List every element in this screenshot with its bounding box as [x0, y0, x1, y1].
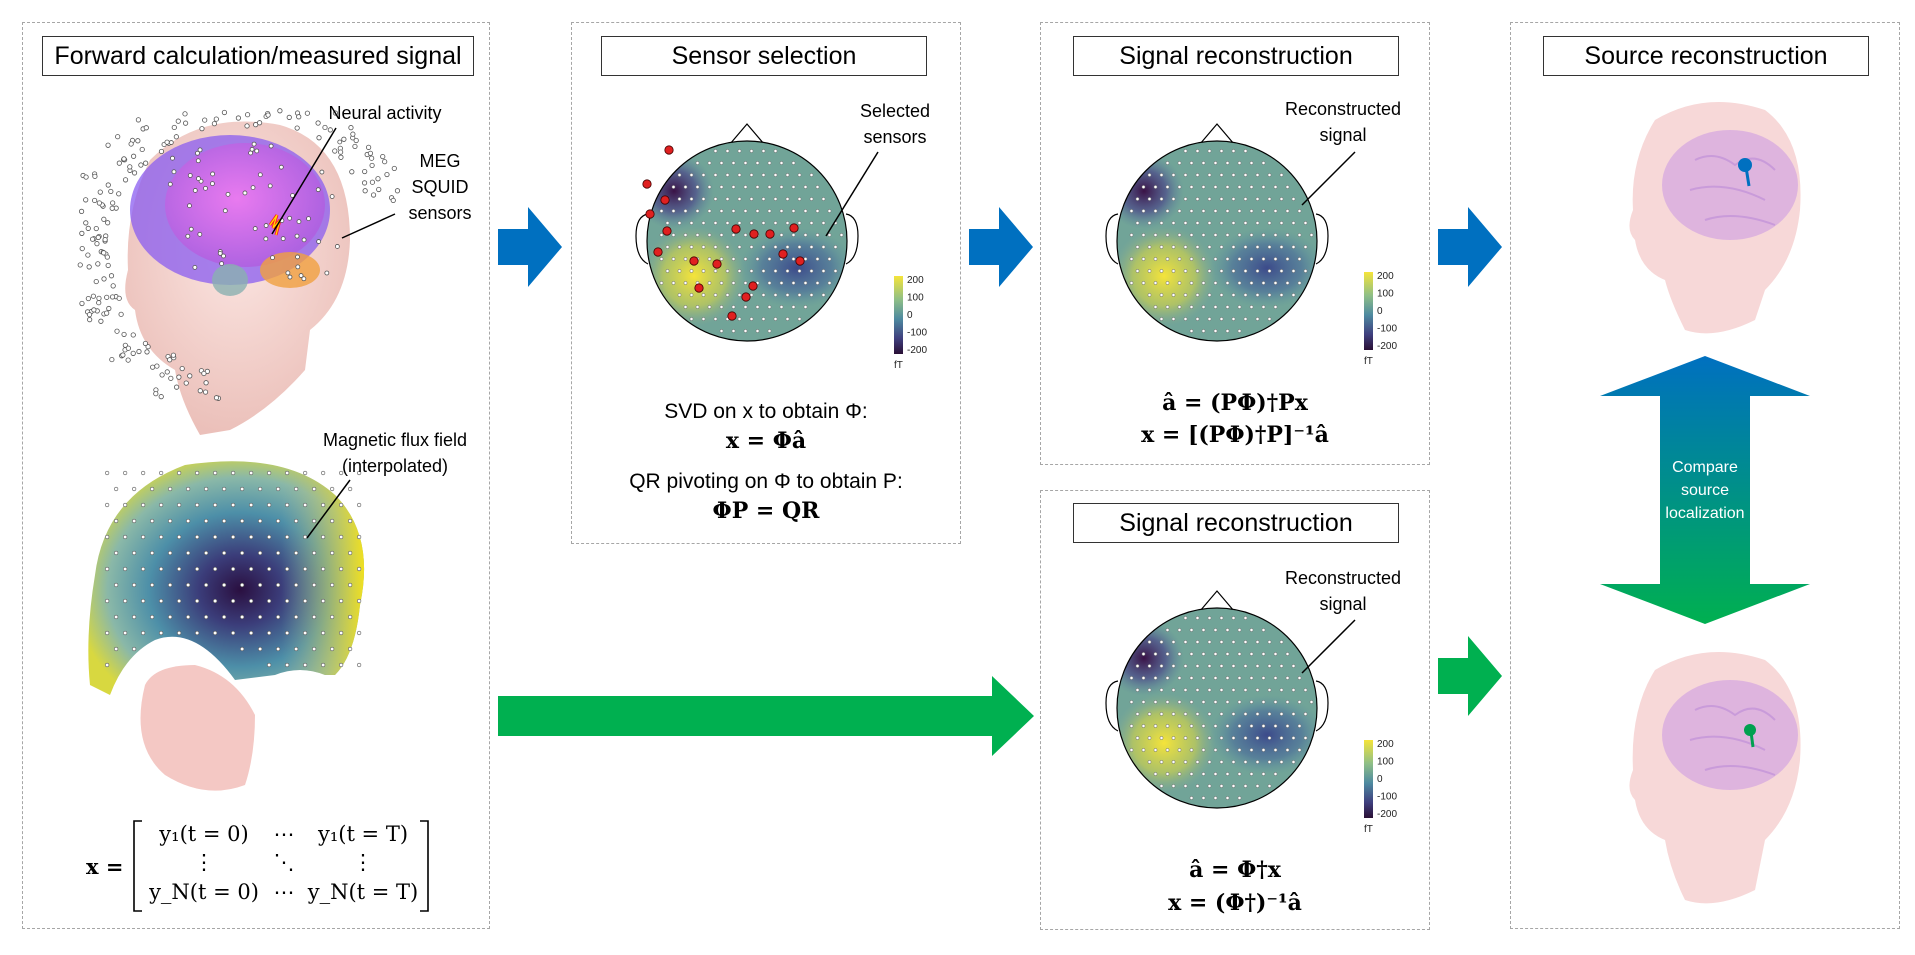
flux-label-line1: Magnetic flux field	[322, 430, 468, 450]
source-head-top	[1629, 102, 1801, 334]
recon-bottom-equation-2: x = (Φ†)⁻¹â	[1168, 890, 1302, 916]
neural-activity-label: Neural activity	[328, 103, 442, 123]
matrix-cell-3-2: ⋯	[273, 880, 295, 904]
colorbar-tick-label: 200	[1377, 271, 1394, 282]
colorbar-unit: fT	[894, 360, 903, 371]
compare-double-arrow	[1600, 356, 1810, 624]
meg-label-line3: sensors	[408, 203, 472, 223]
selected-label-line1: Selected	[859, 101, 931, 121]
qr-label: QR pivoting on Φ to obtain P:	[629, 470, 903, 493]
compare-label-line3: localization	[1665, 505, 1745, 522]
meg-label-line1: MEG	[419, 151, 461, 171]
colorbar-unit: fT	[1364, 824, 1373, 835]
flux-field-illustration	[88, 461, 365, 791]
matrix-cell-1-1: y₁(t = 0)	[159, 822, 249, 846]
svd-label: SVD on x to obtain Φ:	[664, 400, 868, 423]
sensor-selection-panel	[571, 22, 961, 544]
matrix-cell-2-1: ⋮	[193, 850, 215, 874]
colorbar-tick-label: -200	[1377, 341, 1397, 352]
topomap-recon-bottom	[1105, 590, 1329, 809]
recon-bottom-title: Signal reconstruction	[1073, 503, 1399, 543]
matrix-cell-2-3: ⋮	[352, 850, 374, 874]
recon-bottom-pointer	[1301, 619, 1356, 674]
topomap-recon-top	[1105, 123, 1329, 342]
colorbar-unit: fT	[1364, 356, 1373, 367]
colorbar-tick-label: 0	[907, 310, 913, 321]
arrow-forward-to-recon-bottom	[498, 676, 1034, 756]
forward-panel	[22, 22, 490, 929]
recon-top-label-line1: Reconstructed	[1284, 99, 1402, 119]
recon-bottom-panel	[1040, 490, 1430, 930]
compare-label-line2: source	[1680, 482, 1730, 499]
forward-panel-title: Forward calculation/measured signal	[42, 36, 474, 76]
matrix-cell-1-2: ⋯	[273, 822, 295, 846]
matrix-cell-1-3: y₁(t = T)	[317, 822, 409, 846]
recon-top-title: Signal reconstruction	[1073, 36, 1399, 76]
selected-sensors-label: Selected sensors	[840, 98, 950, 150]
dipole-blue	[1738, 158, 1752, 172]
recon-top-equation-1: â = (PΦ)†Px	[1162, 390, 1308, 416]
recon-top-pointer	[1301, 151, 1356, 206]
sensor-selection-title: Sensor selection	[601, 36, 927, 76]
colorbar-tick-label: -100	[1377, 792, 1397, 803]
matrix-right-bracket	[420, 820, 429, 912]
qr-equation: ΦP = QR	[712, 498, 820, 524]
recon-bottom-equation-1: â = Φ†x	[1189, 857, 1281, 883]
colorbar-recon-top: 200 100 0 -100 -200 fT	[1364, 271, 1397, 367]
neural-activity-pointer	[271, 127, 337, 235]
colorbar-tick-label: 0	[1377, 306, 1383, 317]
colorbar-tick-label: 0	[1377, 774, 1383, 785]
dipole-green	[1744, 724, 1756, 736]
source-panel-title: Source reconstruction	[1543, 36, 1869, 76]
colorbar-recon-bottom: 200 100 0 -100 -200 fT	[1364, 739, 1397, 835]
meg-sensors-pointer	[341, 213, 396, 239]
colorbar-tick-label: 100	[1377, 289, 1394, 300]
compare-label: Compare source localization	[1660, 456, 1750, 525]
head-sensor-illustration	[77, 108, 401, 436]
matrix-cell-3-1: y_N(t = 0)	[149, 880, 259, 904]
colorbar-tick-label: -200	[907, 345, 927, 356]
measurement-matrix-equation: x = y₁(t = 0) ⋯ y₁(t = T) ⋮ ⋱ ⋮ y_N(t = …	[82, 818, 462, 918]
flux-field-pointer	[306, 479, 351, 539]
matrix-cell-2-2: ⋱	[273, 850, 295, 874]
recon-bottom-label-line2: signal	[1319, 594, 1367, 614]
selected-sensors-pointer	[825, 151, 879, 237]
colorbar-tick-label: 100	[907, 293, 924, 304]
colorbar-tick-label: 200	[907, 275, 924, 286]
selected-label-line2: sensors	[863, 127, 927, 147]
arrow-selection-to-recon	[969, 207, 1033, 287]
arrow-forward-to-selection	[498, 207, 562, 287]
colorbar-tick-label: -200	[1377, 809, 1397, 820]
meg-label-line2: SQUID	[411, 177, 469, 197]
arrow-recon-bottom-to-source	[1438, 636, 1502, 716]
recon-top-panel	[1040, 22, 1430, 465]
source-panel	[1510, 22, 1900, 929]
arrow-recon-top-to-source	[1438, 207, 1502, 287]
topomap-selection	[635, 123, 859, 342]
flux-field-label: Magnetic flux field (interpolated)	[300, 427, 490, 479]
recon-top-label-line2: signal	[1319, 125, 1367, 145]
colorbar-tick-label: -100	[1377, 324, 1397, 335]
recon-bottom-signal-label: Reconstructed signal	[1268, 565, 1418, 617]
source-head-bottom	[1629, 652, 1801, 904]
colorbar-tick-label: -100	[907, 328, 927, 339]
colorbar-selection: 200 100 0 -100 -200 fT	[894, 275, 927, 371]
svd-equation: x = Φâ	[725, 428, 807, 454]
meg-sensors-label: MEG SQUID sensors	[395, 148, 485, 226]
matrix-cell-3-3: y_N(t = T)	[307, 880, 419, 904]
recon-top-equation-2: x = [(PΦ)†P]⁻¹â	[1141, 422, 1329, 448]
recon-top-signal-label: Reconstructed signal	[1268, 96, 1418, 148]
matrix-left-bracket	[133, 820, 142, 912]
recon-bottom-label-line1: Reconstructed	[1284, 568, 1402, 588]
compare-label-line1: Compare	[1672, 459, 1738, 476]
colorbar-tick-label: 100	[1377, 757, 1394, 768]
colorbar-tick-label: 200	[1377, 739, 1394, 750]
flux-label-line2: (interpolated)	[341, 456, 449, 476]
matrix-lhs: x =	[86, 854, 124, 879]
